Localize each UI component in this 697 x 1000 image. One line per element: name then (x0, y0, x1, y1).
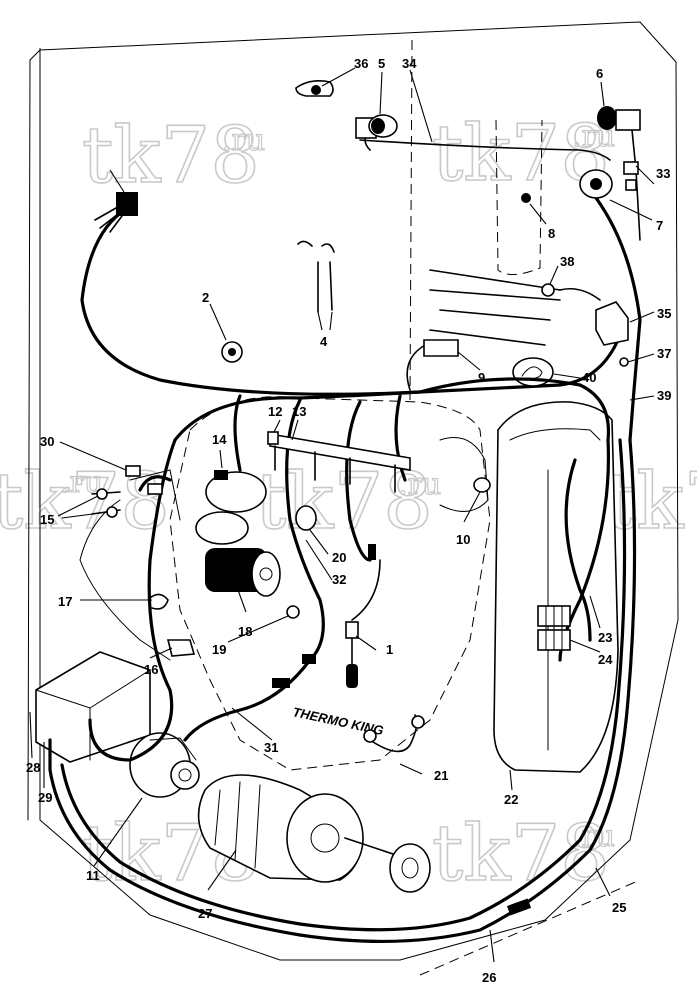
top-components (94, 80, 641, 387)
callout-36: 26 (482, 970, 496, 985)
callout-28: 33 (656, 166, 670, 181)
part-10 (473, 477, 491, 493)
part-8 (521, 193, 531, 203)
part-1 (345, 544, 376, 688)
callout-16: 16 (144, 662, 158, 677)
callout-15: 15 (40, 512, 54, 527)
part-25 (125, 465, 141, 477)
watermark-suffix-bottom-right: .ru (572, 819, 615, 854)
part-30 (595, 301, 629, 346)
callout-9: 9 (478, 370, 485, 385)
callout-38: 38 (560, 254, 574, 269)
part-top-left-connector (116, 192, 138, 216)
leader-lines (29, 67, 655, 963)
callout-18: 18 (238, 624, 252, 639)
callout-14: 14 (212, 432, 227, 447)
callout-2: 2 (202, 290, 209, 305)
part-21 (363, 729, 377, 743)
callout-13: 13 (292, 404, 306, 419)
callout-26: 31 (264, 740, 278, 755)
callout-40: 29 (38, 790, 52, 805)
callout-labels: 36 5 34 6 33 7 8 38 35 37 40 9 39 2 4 12… (26, 56, 671, 985)
callout-39: 27 (198, 906, 212, 921)
alternator (129, 732, 200, 798)
callout-24: 24 (598, 652, 613, 667)
callout-30: 35 (657, 306, 671, 321)
callout-29: 34 (402, 56, 417, 71)
part-19 (286, 605, 300, 619)
watermark-suffix-mid-center: .ru (398, 467, 441, 502)
callout-20: 20 (332, 550, 346, 565)
callout-17: 17 (58, 594, 72, 609)
part-15 (96, 488, 108, 500)
middle-components (91, 431, 571, 743)
callout-6: 6 (596, 66, 603, 81)
part-16 (166, 639, 196, 657)
callout-37: 28 (26, 760, 40, 775)
callout-32: 37 (657, 346, 671, 361)
callout-4: 4 (320, 334, 328, 349)
bottom-harness (48, 438, 637, 944)
callout-34: 40 (582, 370, 596, 385)
callout-21: 21 (434, 768, 448, 783)
battery (35, 651, 151, 763)
part-28 (623, 161, 639, 175)
callout-22: 22 (504, 792, 518, 807)
part-26 (272, 678, 290, 688)
control-box (493, 401, 619, 773)
callout-5: 5 (378, 56, 385, 71)
watermark-suffix-top-left: .ru (222, 123, 265, 158)
part-7 (579, 169, 613, 199)
callout-8: 8 (548, 226, 555, 241)
watermark-mid-right: tk78 (605, 457, 697, 547)
callout-31: 36 (354, 56, 368, 71)
callout-11: 11 (86, 868, 100, 883)
watermark-top-left: tk78 (82, 111, 260, 201)
part-5 (355, 114, 398, 139)
unit-frame (27, 21, 679, 976)
callout-1: 1 (386, 642, 393, 657)
callout-19: 19 (212, 642, 226, 657)
watermark-bottom-right: tk78 (432, 809, 610, 899)
callout-35: 25 (612, 900, 626, 915)
callout-7: 7 (656, 218, 663, 233)
part-20 (295, 505, 317, 531)
callout-12: 12 (268, 404, 282, 419)
middle-harness (88, 377, 611, 762)
callout-27: 32 (332, 572, 346, 587)
part-9 (423, 339, 459, 357)
callout-25: 30 (40, 434, 54, 449)
standby-motor (197, 774, 431, 893)
callout-33: 39 (657, 388, 671, 403)
callout-23: 23 (598, 630, 612, 645)
part-17 (149, 593, 169, 610)
callout-10: 10 (456, 532, 470, 547)
part-6 (597, 106, 641, 131)
starter (195, 470, 281, 597)
